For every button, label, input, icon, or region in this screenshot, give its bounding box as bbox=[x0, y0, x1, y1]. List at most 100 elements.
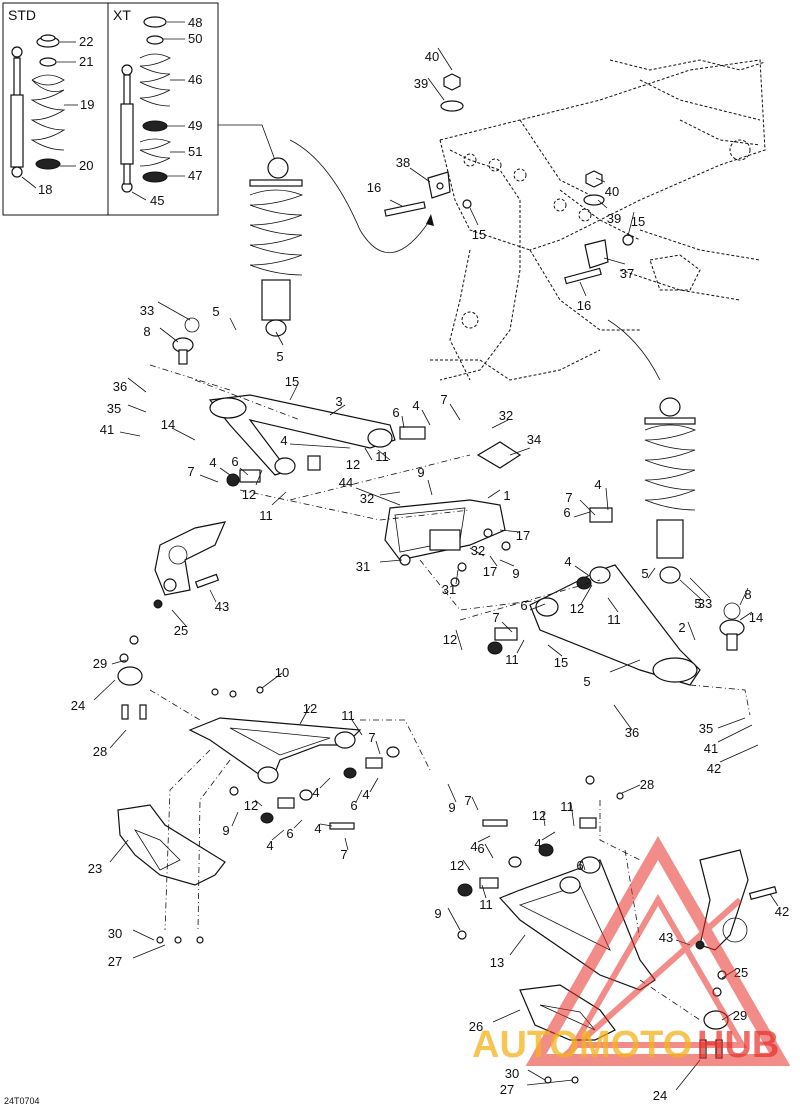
leader-line bbox=[491, 419, 509, 429]
leader-line bbox=[605, 487, 609, 511]
leader-line bbox=[526, 1079, 574, 1086]
callout-15: 15 bbox=[554, 655, 568, 670]
leader-line bbox=[509, 934, 526, 956]
leader-line bbox=[271, 829, 285, 841]
lower-a-arm-bottom-right bbox=[457, 856, 656, 991]
callout-7: 7 bbox=[340, 847, 347, 862]
leader-line bbox=[574, 565, 589, 576]
callout-17: 17 bbox=[516, 528, 530, 543]
leader-line bbox=[717, 724, 753, 743]
leader-line bbox=[739, 611, 753, 621]
callout-32: 32 bbox=[471, 543, 485, 558]
skid-plate-left bbox=[117, 804, 226, 944]
callout-4: 4 bbox=[594, 477, 601, 492]
callout-29: 29 bbox=[93, 656, 107, 671]
callout-36: 36 bbox=[625, 725, 639, 740]
leader-line bbox=[580, 584, 593, 605]
leader-line bbox=[157, 301, 191, 321]
callout-20: 20 bbox=[79, 158, 93, 173]
callout-15: 15 bbox=[472, 227, 486, 242]
leader-line bbox=[579, 499, 596, 516]
callout-10: 10 bbox=[275, 665, 289, 680]
callout-16: 16 bbox=[367, 180, 381, 195]
watermark-brand-primary: AUTOMOTO bbox=[472, 1024, 692, 1066]
callout-23: 23 bbox=[88, 861, 102, 876]
document-id: 24T0704 bbox=[4, 1096, 40, 1106]
leader-line bbox=[627, 211, 635, 237]
watermark-brand-secondary: HUB bbox=[697, 1024, 779, 1066]
leader-line bbox=[719, 744, 759, 763]
callout-9: 9 bbox=[448, 800, 455, 815]
leader-line bbox=[271, 491, 287, 506]
xt-shock-absorber bbox=[120, 64, 134, 193]
leader-line bbox=[93, 679, 116, 701]
callout-31: 31 bbox=[442, 582, 456, 597]
callout-12: 12 bbox=[570, 601, 584, 616]
std-title: STD bbox=[8, 7, 36, 23]
xt-title: XT bbox=[113, 7, 131, 23]
leader-line bbox=[289, 383, 299, 401]
callout-49: 49 bbox=[188, 118, 202, 133]
leader-line bbox=[492, 1009, 521, 1023]
leader-line bbox=[159, 327, 179, 343]
leader-line bbox=[527, 1069, 546, 1081]
callout-9: 9 bbox=[222, 823, 229, 838]
callout-31: 31 bbox=[356, 559, 370, 574]
leader-line bbox=[299, 705, 311, 725]
callout-5: 5 bbox=[276, 349, 283, 364]
callout-28: 28 bbox=[93, 744, 107, 759]
leader-line bbox=[375, 740, 381, 755]
leader-line bbox=[427, 77, 445, 101]
leader-line bbox=[547, 644, 563, 657]
callout-12: 12 bbox=[450, 858, 464, 873]
callout-12: 12 bbox=[242, 487, 256, 502]
leader-line bbox=[449, 403, 461, 421]
callout-1: 1 bbox=[503, 488, 510, 503]
leader-line bbox=[603, 257, 626, 265]
callout-9: 9 bbox=[417, 465, 424, 480]
leader-line bbox=[389, 199, 403, 207]
callout-8: 8 bbox=[744, 587, 751, 602]
leader-line bbox=[529, 603, 546, 611]
leader-line bbox=[621, 784, 641, 794]
shock-to-frame-arrow bbox=[289, 139, 431, 254]
leader-line bbox=[379, 559, 403, 563]
leader-line bbox=[579, 281, 587, 297]
leader-line bbox=[379, 491, 401, 496]
leader-line bbox=[487, 489, 501, 499]
leader-line bbox=[319, 823, 333, 827]
leader-line bbox=[469, 207, 479, 226]
front-left-shock bbox=[249, 157, 304, 337]
leader-line bbox=[409, 167, 431, 183]
leader-line bbox=[293, 819, 303, 829]
callout-42: 42 bbox=[775, 904, 789, 919]
callout-4: 4 bbox=[280, 433, 287, 448]
leader-line bbox=[542, 811, 546, 827]
callout-4: 4 bbox=[362, 787, 369, 802]
callout-5: 5 bbox=[694, 596, 701, 611]
leader-line bbox=[369, 777, 379, 793]
leader-line bbox=[171, 427, 196, 441]
leader-line bbox=[455, 629, 463, 651]
lower-a-arm-left bbox=[188, 717, 362, 784]
leader-line bbox=[769, 893, 779, 907]
callout-7: 7 bbox=[565, 490, 572, 505]
front-right-shock bbox=[644, 397, 697, 584]
callout-44: 44 bbox=[339, 475, 353, 490]
callout-28: 28 bbox=[640, 777, 654, 792]
callout-15: 15 bbox=[285, 374, 299, 389]
leader-line bbox=[275, 331, 284, 346]
leader-line bbox=[484, 843, 494, 859]
callout-33: 33 bbox=[140, 303, 154, 318]
callout-11: 11 bbox=[341, 708, 355, 723]
callout-24: 24 bbox=[71, 698, 85, 713]
callout-11: 11 bbox=[375, 449, 389, 464]
callout-34: 34 bbox=[527, 432, 541, 447]
callout-18: 18 bbox=[38, 182, 52, 197]
callout-35: 35 bbox=[107, 401, 121, 416]
leader-line bbox=[447, 783, 457, 803]
leader-line bbox=[132, 929, 155, 941]
hardware-right-lower bbox=[457, 775, 624, 1084]
std-callout-leaders bbox=[21, 41, 78, 189]
callout-11: 11 bbox=[259, 508, 273, 523]
